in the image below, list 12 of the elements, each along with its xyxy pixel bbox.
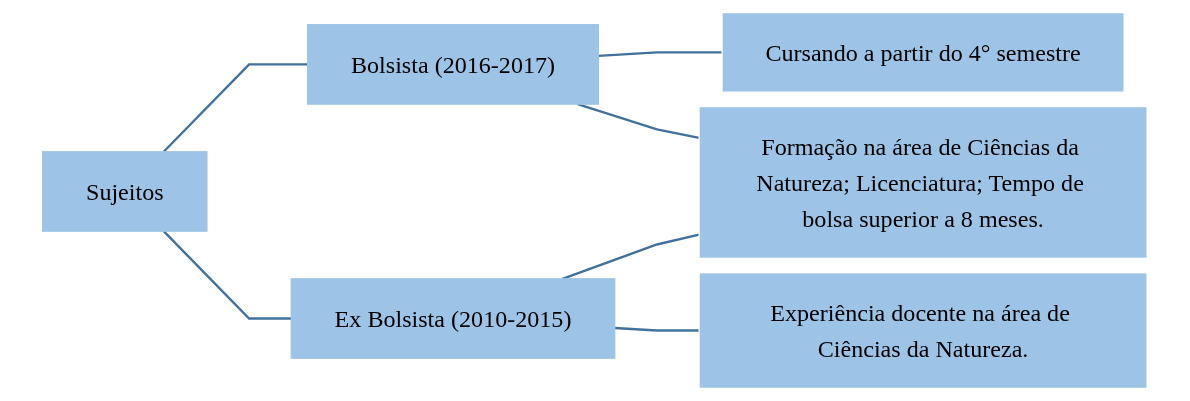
connector <box>577 103 700 140</box>
node-box: Sujeitos <box>42 151 208 232</box>
node-box: Experiência docente na área de Ciências da Natureza. <box>698 272 1148 389</box>
node-box: Ex Bolsista (2010-2015) <box>290 278 616 359</box>
node-box: Cursando a partir do 4° semestre <box>721 12 1125 93</box>
node-box: Bolsista (2016-2017) <box>307 24 600 105</box>
connector <box>162 63 308 153</box>
connector <box>598 51 723 58</box>
connector <box>614 326 700 332</box>
connector <box>162 230 292 320</box>
node-box: Formação na área de Ciências da Natureza; Licenciatura; Tempo de bolsa superior a 8 meses. <box>698 105 1148 259</box>
connector <box>562 233 700 280</box>
